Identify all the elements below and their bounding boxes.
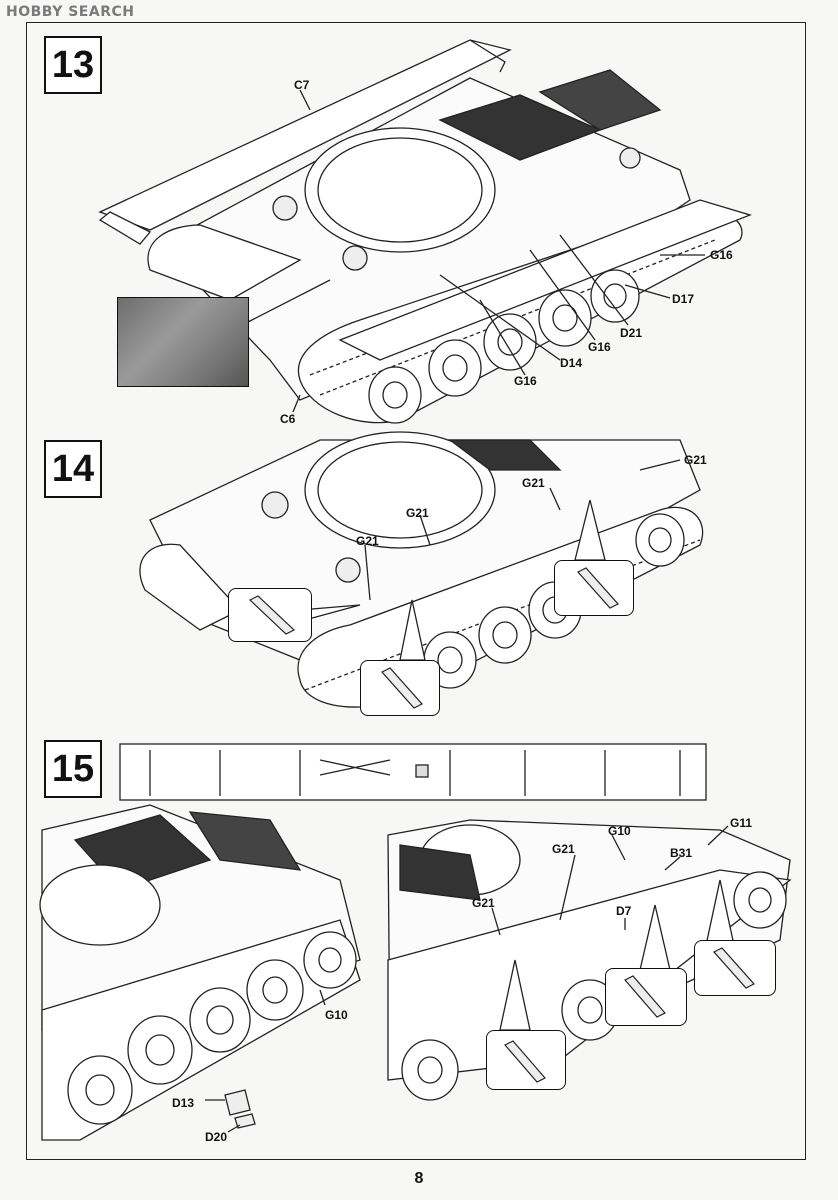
step-14-number-box: 14: [44, 440, 102, 498]
callout-g16: G16: [514, 374, 537, 388]
callout-g10: G10: [608, 824, 631, 838]
callout-g21: G21: [684, 453, 707, 467]
step-13-number: 13: [51, 43, 95, 86]
instruction-page-frame: [26, 22, 806, 1160]
callout-g21: G21: [472, 896, 495, 910]
detail-photo-inset: [117, 297, 249, 387]
step-15-number-box: 15: [44, 740, 102, 798]
step-13-number-box: 13: [44, 36, 102, 94]
step-14-number: 14: [51, 447, 95, 490]
callout-g10: G10: [325, 1008, 348, 1022]
callout-d21: D21: [620, 326, 643, 340]
callout-g16: G16: [588, 340, 611, 354]
callout-c6: C6: [280, 412, 296, 426]
step-15-number: 15: [51, 747, 95, 790]
callout-g21: G21: [356, 534, 379, 548]
callout-d13: D13: [172, 1096, 195, 1110]
callout-g21: G21: [552, 842, 575, 856]
callout-d7: D7: [616, 904, 632, 918]
callout-d20: D20: [205, 1130, 228, 1144]
callout-c7: C7: [294, 78, 310, 92]
callout-d17: D17: [672, 292, 695, 306]
callout-g21: G21: [406, 506, 429, 520]
callout-g11: G11: [730, 816, 753, 830]
page-number: 8: [414, 1170, 424, 1187]
callout-b31: B31: [670, 846, 693, 860]
detail-box-part: [486, 1030, 566, 1090]
hobby-search-watermark: HOBBY SEARCH: [6, 4, 135, 20]
callout-g21: G21: [522, 476, 545, 490]
detail-box-part: [554, 560, 634, 616]
callout-g16: G16: [710, 248, 733, 262]
callout-d14: D14: [560, 356, 583, 370]
